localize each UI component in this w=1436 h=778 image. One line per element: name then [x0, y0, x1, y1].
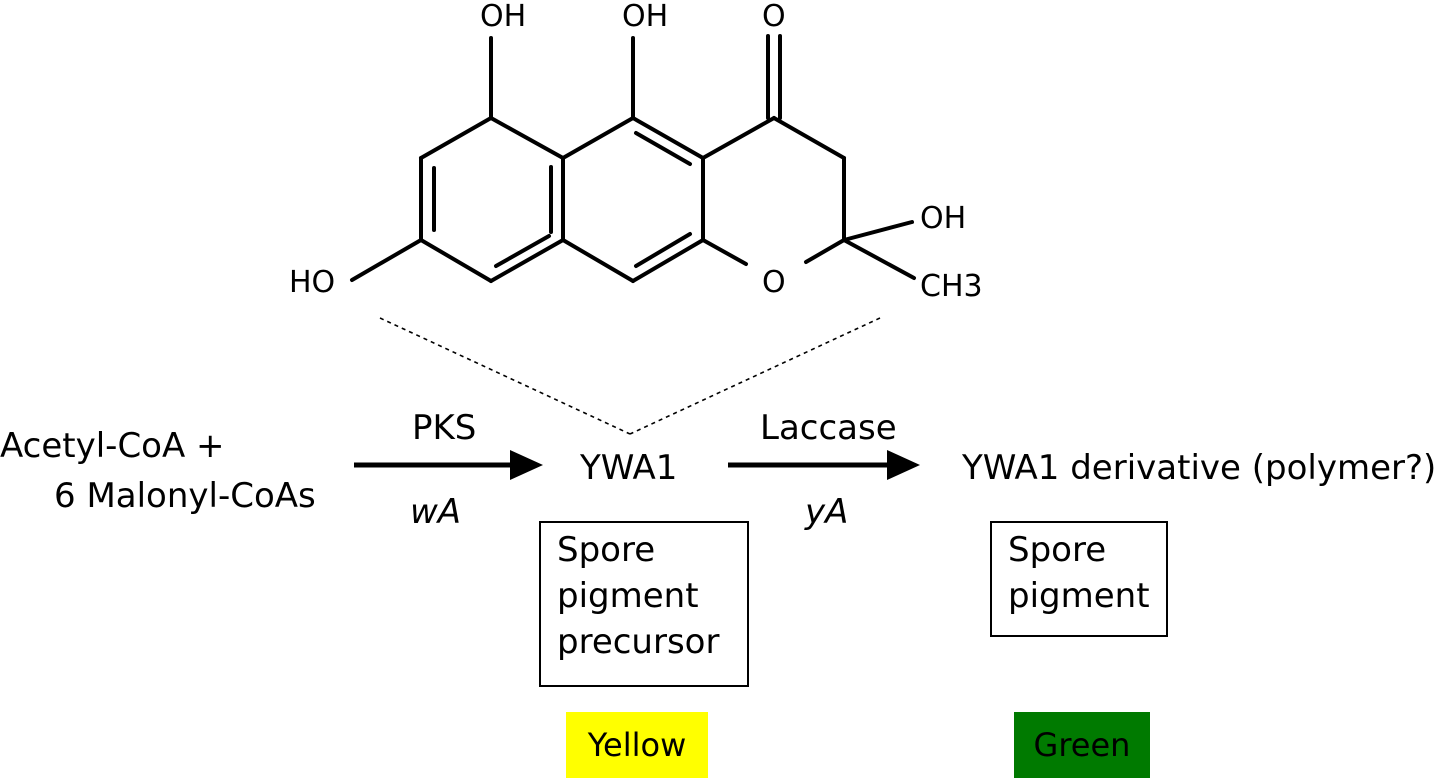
substrate-label-line1: Acetyl-CoA + — [0, 426, 225, 466]
left-benzene-ring — [419, 116, 565, 283]
arrow-pks — [354, 450, 543, 480]
intermediate-ywa1-label: YWA1 — [580, 448, 678, 488]
atom-o-ring: O — [762, 265, 786, 300]
precursor-box-line2: pigment — [557, 576, 699, 616]
atom-oh-right: OH — [920, 201, 967, 236]
enzyme-pks-label: PKS — [412, 408, 477, 448]
precursor-box-line1: Spore — [557, 530, 656, 570]
reaction-arrows — [354, 450, 920, 480]
atom-ch3: CH3 — [920, 269, 983, 304]
substrate-label-line2: 6 Malonyl-CoAs — [54, 476, 316, 516]
pigment-box: Spore pigment — [990, 521, 1168, 637]
atom-ho-left: HO — [289, 265, 336, 300]
arrow-laccase — [728, 450, 920, 480]
product-label: YWA1 derivative (polymer?) — [962, 448, 1436, 488]
middle-benzene-ring — [561, 116, 705, 283]
precursor-box-line3: precursor — [557, 622, 720, 662]
pigment-box-line1: Spore — [1008, 530, 1107, 570]
atom-oh-left: OH — [480, 0, 527, 34]
yellow-color-swatch: Yellow — [566, 712, 708, 778]
substituent-bonds — [350, 34, 916, 282]
callout-dashed-lines — [379, 317, 881, 435]
pyranone-ring — [701, 116, 846, 266]
green-color-swatch: Green — [1014, 712, 1150, 778]
gene-wa-label: wA — [410, 492, 462, 532]
precursor-box: Spore pigment precursor — [539, 521, 749, 687]
atom-oh-middle: OH — [622, 0, 669, 34]
pigment-box-line2: pigment — [1008, 576, 1150, 616]
enzyme-laccase-label: Laccase — [760, 408, 897, 448]
atom-o-carbonyl: O — [762, 0, 786, 34]
gene-ya-label: yA — [805, 492, 849, 532]
